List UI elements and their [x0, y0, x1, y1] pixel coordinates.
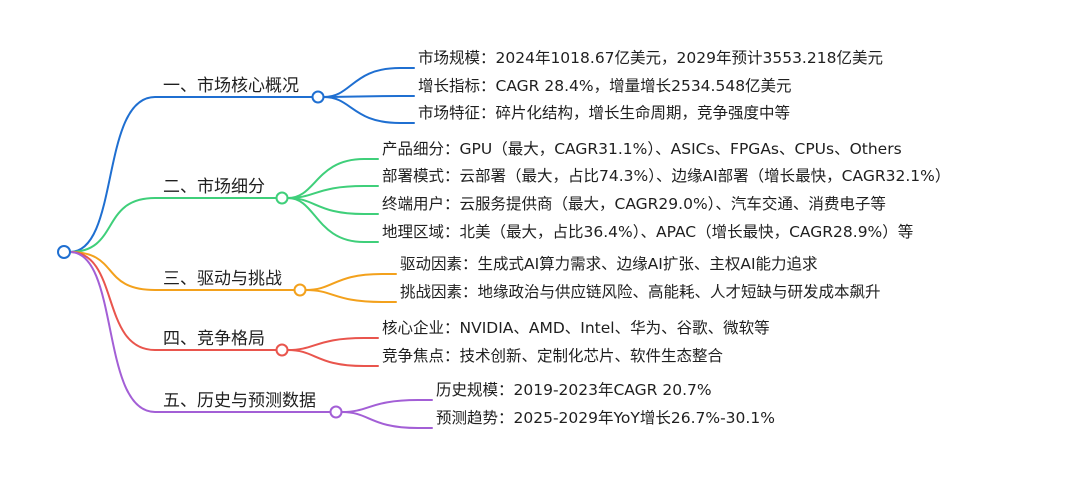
edge-branch-5-to-leaf-1: [341, 399, 433, 413]
edge-branch-4-to-leaf-1: [287, 337, 379, 351]
branch-label-3: 三、驱动与挑战: [163, 269, 282, 289]
branch-node-4[interactable]: [275, 343, 289, 357]
leaf-label-5-1: 历史规模：2019-2023年CAGR 20.7%: [436, 381, 712, 399]
edge-branch-2-to-leaf-1: [287, 158, 379, 199]
edge-root-to-branch-4: [69, 251, 277, 351]
branch-node-2[interactable]: [275, 191, 289, 205]
branch-node-1[interactable]: [311, 90, 325, 104]
edge-branch-3-to-leaf-1: [305, 273, 397, 291]
labels-layer: 一、市场核心概况 市场规模：2024年1018.67亿美元，2029年预计3553…: [163, 49, 950, 427]
leaf-label-2-1: 产品细分：GPU（最大，CAGR31.1%）、ASICs、FPGAs、CPUs、…: [382, 140, 902, 158]
edge-branch-1-to-leaf-2: [323, 95, 415, 98]
edge-root-to-branch-3: [69, 251, 295, 291]
branch-node-3[interactable]: [293, 283, 307, 297]
edge-branch-5-to-leaf-2: [341, 411, 433, 429]
leaf-label-5-2: 预测趋势：2025-2029年YoY增长26.7%-30.1%: [436, 409, 775, 427]
leaf-label-1-2: 增长指标：CAGR 28.4%，增量增长2534.548亿美元: [418, 77, 792, 95]
nodes-layer: [57, 90, 343, 419]
branch-label-5: 五、历史与预测数据: [163, 391, 316, 411]
branch-label-1: 一、市场核心概况: [163, 76, 299, 96]
leaf-label-2-4: 地理区域：北美（最大，占比36.4%）、APAC（增长最快，CAGR28.9%）…: [382, 223, 913, 241]
leaf-label-1-3: 市场特征：碎片化结构，增长生命周期，竞争强度中等: [418, 104, 790, 122]
edge-branch-2-to-leaf-4: [287, 197, 379, 243]
edge-root-to-branch-2: [69, 197, 277, 253]
edge-branch-1-to-leaf-3: [323, 96, 415, 124]
leaf-label-3-2: 挑战因素：地缘政治与供应链风险、高能耗、人才短缺与研发成本飙升: [400, 282, 881, 301]
edge-branch-2-to-leaf-3: [287, 197, 379, 215]
leaf-label-4-1: 核心企业：NVIDIA、AMD、Intel、华为、谷歌、微软等: [382, 319, 770, 337]
branch-label-2: 二、市场细分: [163, 177, 265, 197]
edge-branch-4-to-leaf-2: [287, 349, 379, 367]
branch-node-5[interactable]: [329, 405, 343, 419]
edge-root-to-branch-5: [69, 251, 331, 413]
edge-branch-3-to-leaf-2: [305, 289, 397, 303]
edge-root-to-branch-1: [69, 96, 313, 253]
edge-branch-1-to-leaf-1: [323, 67, 415, 98]
leaf-label-3-1: 驱动因素：生成式AI算力需求、边缘AI扩张、主权AI能力追求: [400, 254, 818, 273]
leaf-label-2-2: 部署模式：云部署（最大，占比74.3%）、边缘AI部署（增长最快，CAGR32.…: [382, 167, 950, 185]
leaf-label-1-1: 市场规模：2024年1018.67亿美元，2029年预计3553.218亿美元: [418, 49, 883, 67]
leaf-label-4-2: 竞争焦点：技术创新、定制化芯片、软件生态整合: [382, 347, 724, 365]
root-node[interactable]: [57, 245, 71, 259]
leaf-label-2-3: 终端用户：云服务提供商（最大，CAGR29.0%）、汽车交通、消费电子等: [382, 195, 886, 213]
branch-label-4: 四、竞争格局: [163, 329, 265, 349]
edges-layer: [69, 67, 433, 429]
edge-branch-2-to-leaf-2: [287, 185, 379, 199]
